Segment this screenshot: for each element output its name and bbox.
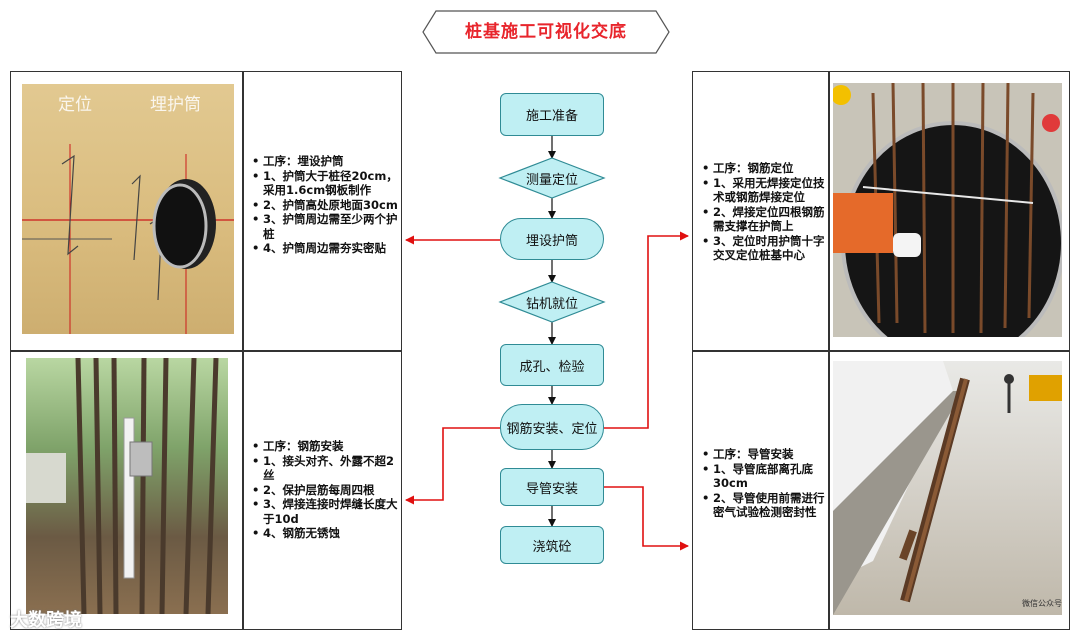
flow-node-rig: 钻机就位	[500, 282, 604, 322]
watermark: 大数跨境	[10, 610, 82, 631]
note-rebar-install-item: 2、保护层筋每周四根	[252, 483, 398, 498]
flow-node-pour: 浇筑砼	[500, 526, 604, 564]
flow-node-label: 埋设护筒	[525, 233, 578, 249]
title-text: 桩基施工可视化交底	[465, 22, 627, 42]
photo-label-casing: 埋护筒	[150, 95, 201, 115]
panel-casing-divider	[242, 71, 244, 351]
note-rebar-locate-item: 3、定位时用护筒十字交叉定位桩基中心	[702, 234, 826, 263]
note-rebar-install: 工序：钢筋安装 1、接头对齐、外露不超2丝 2、保护层筋每周四根 3、焊接连接时…	[252, 439, 398, 541]
diamond-survey	[498, 157, 606, 199]
note-tremie-item: 1、导管底部离孔底30cm	[702, 462, 826, 491]
rebar-install-illustration	[26, 358, 219, 614]
note-rebar-install-item: 4、钢筋无锈蚀	[252, 526, 398, 541]
note-rebar-install-item: 1、接头对齐、外露不超2丝	[252, 454, 398, 483]
note-casing-item: 2、护筒高处原地面30cm	[252, 198, 398, 213]
note-tremie-item: 2、导管使用前需进行密气试验检测密封性	[702, 491, 826, 520]
flow-node-casing: 埋设护筒	[500, 218, 604, 260]
page-title: 桩基施工可视化交底	[422, 10, 670, 54]
panel-rebar-install-divider	[242, 351, 244, 630]
link-arrow-tremie	[604, 486, 689, 551]
watermark-small: 微信公众号	[1022, 599, 1062, 608]
flow-node-label: 施工准备	[525, 109, 578, 124]
link-arrow-rebar-install	[405, 427, 500, 505]
flow-node-prep: 施工准备	[500, 93, 604, 136]
note-rebar-locate: 工序：钢筋定位 1、采用无焊接定位技术或钢筋焊接定位 2、焊接定位四根钢筋需支撑…	[702, 161, 826, 263]
note-rebar-locate-item: 1、采用无焊接定位技术或钢筋焊接定位	[702, 176, 826, 205]
diamond-rig	[498, 281, 606, 323]
tremie-illustration	[833, 361, 1062, 615]
tremie-photo	[833, 361, 1062, 615]
flow-node-label: 成孔、检验	[519, 359, 585, 375]
flow-node-survey: 测量定位	[500, 158, 604, 198]
casing-photo: 定位 埋护筒	[22, 84, 234, 334]
rebar-locate-illustration	[833, 83, 1062, 337]
rebar-locate-photo	[833, 83, 1062, 337]
note-rebar-install-item: 工序：钢筋安装	[252, 439, 398, 454]
link-arrow-rebar-locate	[604, 231, 689, 429]
casing-illustration	[22, 144, 234, 334]
flow-node-label: 浇筑砼	[532, 539, 572, 555]
panel-tremie-divider	[828, 351, 830, 630]
note-casing-item: 1、护筒大于桩径20cm，采用1.6cm钢板制作	[252, 169, 398, 198]
flow-node-label: 钻机就位	[525, 296, 578, 312]
panel-rebar-locate-divider	[828, 71, 830, 351]
note-rebar-locate-item: 2、焊接定位四根钢筋需支撑在护筒上	[702, 205, 826, 234]
photo-label-locate: 定位	[58, 95, 92, 115]
title-banner-shape	[422, 10, 670, 54]
rebar-install-photo	[26, 358, 228, 614]
flow-node-label: 测量定位	[525, 172, 578, 188]
note-tremie: 工序：导管安装 1、导管底部离孔底30cm 2、导管使用前需进行密气试验检测密封…	[702, 447, 826, 520]
note-rebar-locate-item: 工序：钢筋定位	[702, 161, 826, 176]
note-casing-item: 3、护筒周边需至少两个护桩	[252, 212, 398, 241]
flow-node-hole: 成孔、检验	[500, 344, 604, 386]
note-casing: 工序：埋设护筒 1、护筒大于桩径20cm，采用1.6cm钢板制作 2、护筒高处原…	[252, 154, 398, 256]
flow-node-tremie: 导管安装	[500, 468, 604, 506]
flow-node-label: 导管安装	[525, 481, 578, 497]
note-tremie-item: 工序：导管安装	[702, 447, 826, 462]
flow-node-label: 钢筋安装、定位	[506, 421, 598, 437]
note-casing-item: 工序：埋设护筒	[252, 154, 398, 169]
flow-node-rebar: 钢筋安装、定位	[500, 404, 604, 450]
note-rebar-install-item: 3、焊接连接时焊缝长度大于10d	[252, 497, 398, 526]
note-casing-item: 4、护筒周边需夯实密贴	[252, 241, 398, 256]
